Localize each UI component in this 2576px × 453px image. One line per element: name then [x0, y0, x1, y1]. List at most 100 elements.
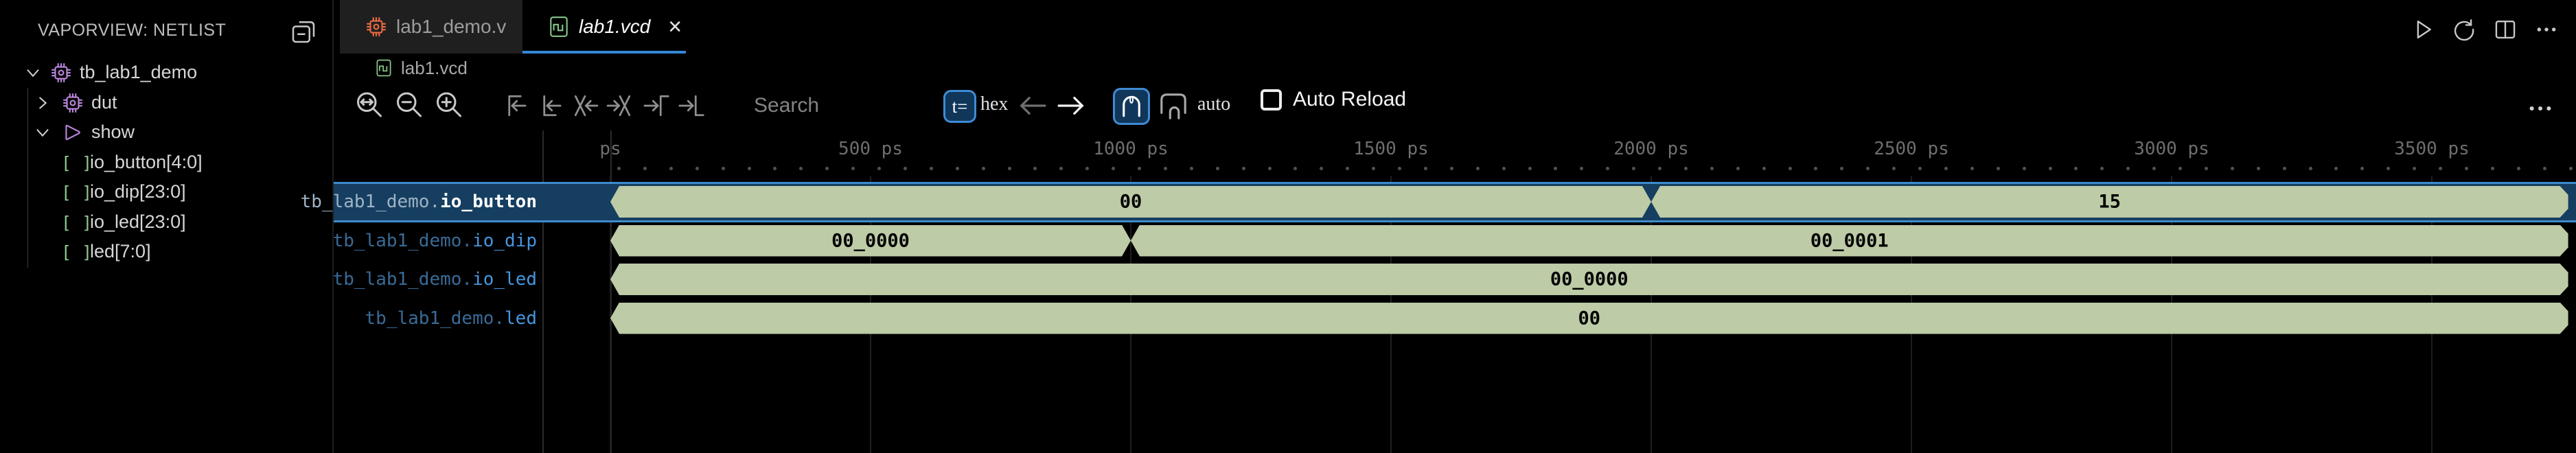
tree-item-label: tb_lab1_demo	[80, 62, 198, 82]
split-editor-icon[interactable]	[2492, 16, 2518, 43]
ruler-tick-label: 3500 ps	[2394, 139, 2470, 159]
scroll-auto-label[interactable]: auto	[1197, 93, 1231, 115]
ruler-tick-dot	[1163, 167, 1167, 170]
ruler-tick-dot	[2282, 167, 2286, 170]
bus-value: 15	[2098, 191, 2121, 213]
previous-negedge-icon[interactable]	[500, 91, 530, 121]
chevron-down-icon[interactable]	[23, 62, 43, 83]
tree-item-dut[interactable]: dut	[0, 88, 332, 118]
ruler-tick-dot	[1658, 167, 1661, 170]
ruler-tick-dot	[2126, 167, 2130, 170]
zoom-fit-icon[interactable]	[353, 89, 386, 122]
close-icon[interactable]: ×	[668, 14, 682, 40]
signal-label-io-button[interactable]: tb_lab1_demo.io_button	[301, 187, 537, 217]
ruler-tick-dot	[2542, 167, 2546, 170]
verilog-chip-icon	[365, 15, 388, 38]
chevron-down-icon[interactable]	[32, 122, 53, 143]
previous-transition-icon[interactable]	[570, 91, 600, 121]
ruler-tick-dot	[1502, 167, 1506, 170]
ruler-tick-label: 2500 ps	[1874, 139, 1949, 159]
zoom-out-icon[interactable]	[393, 89, 426, 122]
tree-item-led7-0[interactable]: [ ]led[7:0]	[0, 237, 332, 267]
signal-label-led[interactable]: tb_lab1_demo.led	[334, 303, 537, 334]
chip-icon	[61, 91, 84, 115]
ruler-tick-dot	[2308, 167, 2312, 170]
toolbar-more-icon[interactable]	[2525, 93, 2555, 124]
tree-item-show[interactable]: show	[0, 117, 332, 148]
tree-item-io-button4-0[interactable]: [ ]io_button[4:0]	[0, 148, 332, 178]
auto-reload-checkbox[interactable]	[1261, 89, 1282, 111]
signal-label-io-dip[interactable]: tb_lab1_demo.io_dip	[332, 226, 537, 256]
touchpad-scroll-icon[interactable]	[1156, 89, 1191, 124]
ruler-tick-dot	[2568, 167, 2573, 170]
ruler-tick-dot	[1449, 167, 1453, 170]
signal-name: led	[505, 307, 537, 329]
ruler-tick-dot	[2230, 167, 2234, 170]
ruler-tick-dot	[2074, 167, 2078, 170]
time-format-button[interactable]: t=	[943, 90, 976, 123]
radix-hex-button[interactable]: hex	[980, 93, 1009, 115]
previous-posedge-icon[interactable]	[535, 91, 565, 121]
breadcrumb[interactable]: lab1.vcd	[374, 55, 468, 81]
ruler-tick-dot	[2413, 167, 2417, 170]
bus-value: 00_0000	[1550, 268, 1629, 290]
mouse-scroll-icon[interactable]	[1113, 88, 1150, 125]
vcd-file-icon	[374, 58, 393, 78]
tree-item-label: show	[91, 121, 135, 142]
ruler-tick-dot	[1033, 167, 1037, 170]
ruler-tick-dot	[1788, 167, 1792, 170]
tree-item-io-dip23-0[interactable]: [ ]io_dip[23:0]	[0, 177, 332, 207]
bus-segment-io-dip[interactable]: 00_0000	[610, 225, 1131, 257]
refresh-icon[interactable]	[2451, 16, 2477, 43]
signal-scope-prefix: tb_lab1_demo.	[332, 230, 473, 251]
ruler-tick-label: 3000 ps	[2134, 139, 2209, 159]
ruler-tick-dot	[2439, 167, 2442, 170]
next-posedge-icon[interactable]	[640, 91, 670, 121]
run-icon[interactable]	[2410, 16, 2436, 43]
chevron-right-icon[interactable]	[32, 93, 53, 113]
ruler-tick-dot	[955, 167, 959, 170]
collapse-all-icon[interactable]	[290, 18, 317, 45]
navigate-forward-icon[interactable]	[1053, 88, 1089, 124]
ruler-tick-dot	[1423, 167, 1427, 170]
bus-segment-led[interactable]: 00	[610, 303, 2568, 334]
ruler-tick-dot	[1346, 167, 1350, 170]
zoom-in-icon[interactable]	[433, 89, 465, 122]
ruler-tick-dot	[1606, 167, 1610, 170]
ruler-tick-dot	[1918, 167, 1922, 170]
chip-icon	[49, 61, 73, 84]
tree-item-tb-lab1-demo[interactable]: tb_lab1_demo	[0, 58, 332, 88]
ruler-tick-dot	[851, 167, 855, 170]
ruler-tick-dot	[1736, 167, 1740, 170]
ruler-tick-dot	[2334, 167, 2338, 170]
next-transition-icon[interactable]	[605, 91, 635, 121]
ruler-tick-dot	[669, 167, 673, 170]
ruler-tick-dot	[1007, 167, 1011, 170]
tab-lab1-vcd[interactable]: lab1.vcd ×	[522, 0, 686, 54]
tree-item-io-led23-0[interactable]: [ ]io_led[23:0]	[0, 207, 332, 237]
next-negedge-icon[interactable]	[675, 91, 705, 121]
signal-label-io-led[interactable]: tb_lab1_demo.io_led	[333, 264, 537, 294]
signal-name: io_dip	[472, 230, 537, 251]
bus-segment-io-dip[interactable]: 00_0001	[1131, 225, 2568, 257]
more-actions-icon[interactable]	[2533, 16, 2560, 43]
ruler-tick-label: ps	[599, 139, 621, 159]
search-input[interactable]	[754, 91, 925, 121]
ruler-tick-dot	[1996, 167, 2000, 170]
bracket-icon: [ ]	[61, 183, 93, 202]
sidebar-divider	[332, 0, 334, 453]
tree-item-label: dut	[91, 91, 117, 113]
ruler-tick-dot	[2022, 167, 2026, 170]
tree-item-label: led[7:0]	[90, 241, 151, 262]
navigate-back-icon[interactable]	[1015, 88, 1050, 124]
ruler-tick-dot	[1215, 167, 1219, 170]
sidebar-title: VAPORVIEW: NETLIST	[38, 21, 227, 40]
tree-indent-guide	[27, 88, 28, 268]
bus-segment-io-button[interactable]: 15	[1651, 186, 2568, 218]
auto-reload-toggle[interactable]: Auto Reload	[1261, 88, 1406, 111]
bracket-icon: [ ]	[61, 212, 93, 233]
bus-segment-io-button[interactable]: 00	[610, 186, 1651, 218]
tab-lab1-demo-v[interactable]: lab1_demo.v	[340, 0, 522, 54]
bus-segment-io-led[interactable]: 00_0000	[610, 264, 2568, 295]
